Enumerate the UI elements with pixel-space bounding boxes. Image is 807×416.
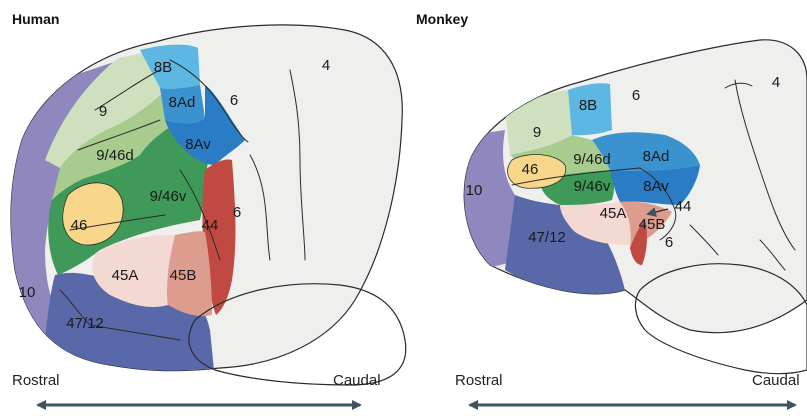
monkey-label-8Ad: 8Ad [643,148,670,165]
human-label-45A: 45A [112,267,139,284]
human-label-45B: 45B [170,267,197,284]
monkey-label-10: 10 [466,182,483,199]
human-label-9-46v: 9/46v [150,188,187,205]
monkey-label-9-46d: 9/46d [573,151,611,168]
monkey-label-45B: 45B [639,216,666,233]
monkey-label-4: 4 [772,74,780,91]
human-label-44: 44 [202,217,219,234]
human-panel: Human [0,11,406,405]
human-label-9-46d: 9/46d [96,147,134,164]
monkey-caudal-label: Caudal [752,372,800,389]
monkey-label-6-lower: 6 [665,234,673,251]
human-label-10: 10 [19,284,36,301]
human-caudal-label: Caudal [333,372,381,389]
monkey-label-46: 46 [522,161,539,178]
monkey-label-9: 9 [533,124,541,141]
monkey-label-45A: 45A [600,205,627,222]
monkey-rostral-label: Rostral [455,372,503,389]
monkey-label-8B: 8B [579,97,597,114]
human-rostral-label: Rostral [12,372,60,389]
monkey-label-9-46v: 9/46v [574,178,611,195]
monkey-title: Monkey [416,11,468,27]
human-label-9: 9 [99,103,107,120]
human-label-6-lower: 6 [233,204,241,221]
human-label-46: 46 [71,217,88,234]
monkey-panel: Monkey [416,11,807,405]
human-title: Human [12,11,59,27]
human-label-8Ad: 8Ad [169,94,196,111]
monkey-label-47-12: 47/12 [528,229,566,246]
monkey-label-8Av: 8Av [643,178,669,195]
monkey-label-44: 44 [675,198,692,215]
human-label-4: 4 [322,57,330,74]
human-label-8B: 8B [154,59,172,76]
human-label-8Av: 8Av [185,136,211,153]
monkey-label-6-upper: 6 [632,87,640,104]
human-label-47-12: 47/12 [66,315,104,332]
human-label-6-upper: 6 [230,92,238,109]
